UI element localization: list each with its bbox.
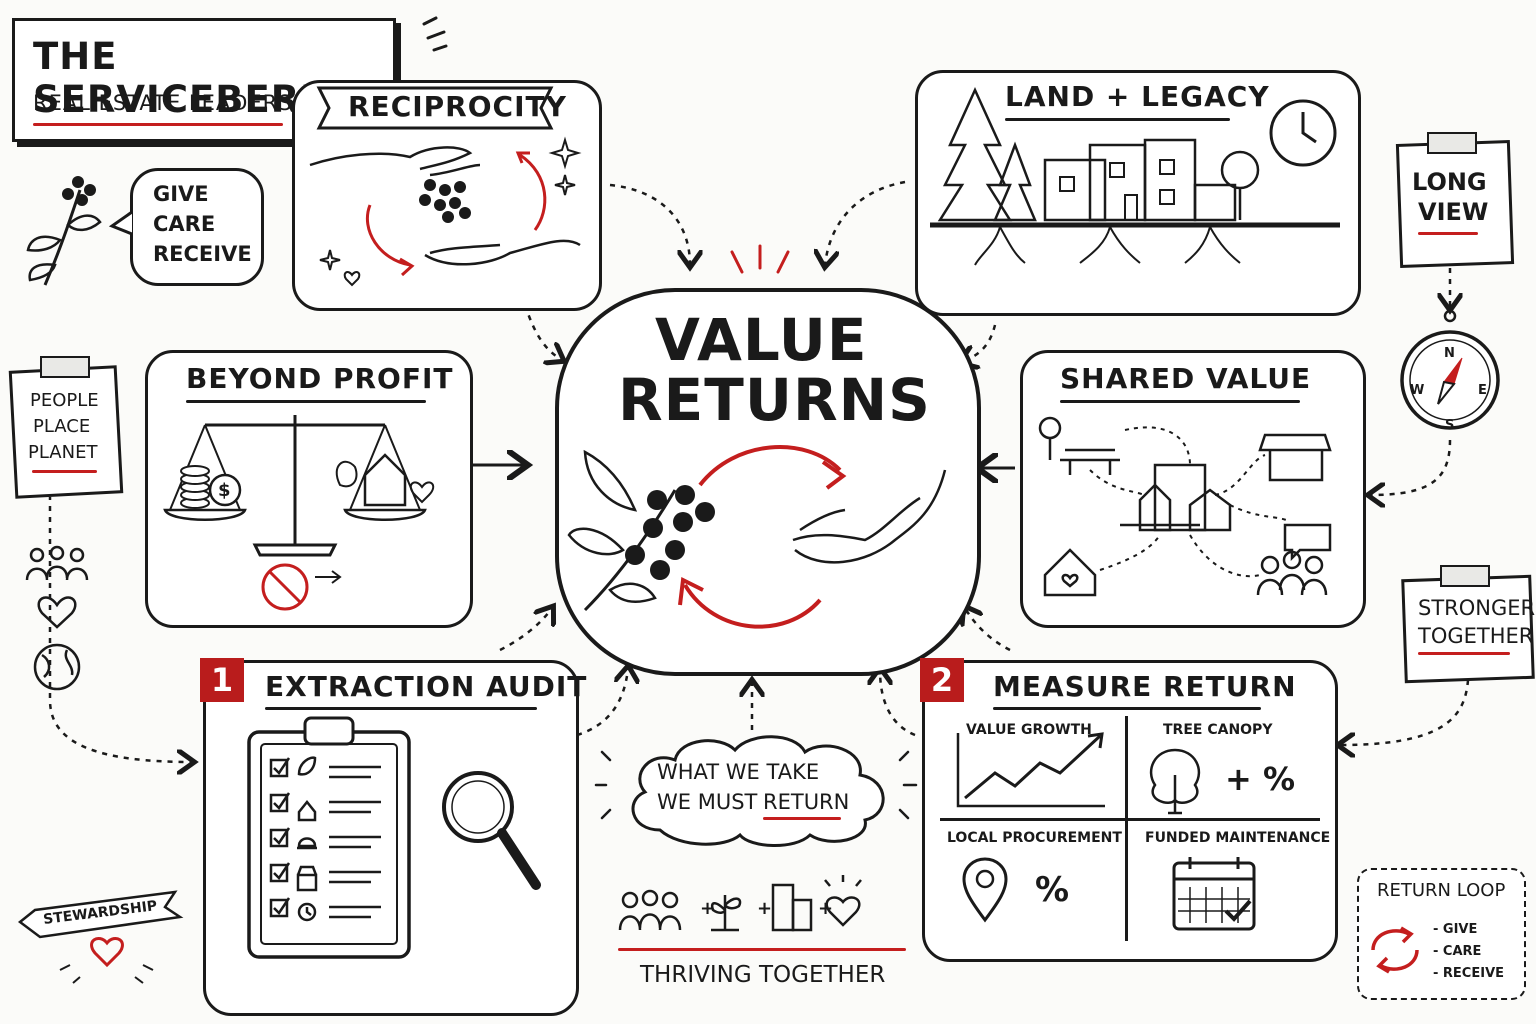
ppp-line1: PEOPLE (30, 390, 99, 411)
extraction-badge: 1 (200, 658, 244, 702)
compass-w: W (1410, 383, 1425, 398)
location-pin-icon (962, 857, 1008, 923)
arrow-reciprocity-center (609, 183, 690, 265)
cloud-sparks (594, 750, 918, 820)
metric-value-growth: VALUE GROWTH (966, 722, 1092, 738)
beyond-profit-title: BEYOND PROFIT (186, 362, 454, 395)
bubble-tail (108, 210, 133, 236)
loop-arrows-icon (1371, 926, 1419, 974)
compass-s: S (1445, 418, 1455, 433)
give-care-receive-bubble (130, 168, 264, 286)
compass-e: E (1478, 383, 1487, 398)
local-procurement-value: % (1035, 870, 1070, 910)
arrow-stronger-measure (1340, 679, 1470, 745)
shared-value-title: SHARED VALUE (1060, 362, 1312, 395)
heart-icon (59, 937, 154, 984)
arrow-measure-up (880, 670, 916, 737)
center-line1: VALUE (655, 306, 868, 374)
bubble-text-care: CARE (153, 212, 216, 236)
return-loop-title: RETURN LOOP (1377, 880, 1506, 901)
community-network-icon (1038, 416, 1332, 597)
measure-badge: 2 (920, 658, 964, 702)
sparkle-icon (422, 16, 448, 52)
thriving-icons (618, 875, 862, 932)
cloud-line2b: RETURN (763, 790, 850, 814)
cloud-line2a: WE MUST (657, 790, 758, 814)
arrow-compass-shared (1370, 439, 1452, 495)
cloud-line1: WHAT WE TAKE (657, 760, 820, 784)
stronger-line2: TOGETHER (1418, 624, 1534, 648)
loop-item-give: - GIVE (1433, 922, 1478, 937)
long-view-line1: LONG (1412, 168, 1487, 196)
arrow-extraction-center (499, 608, 552, 652)
arrow-reciprocity-down (523, 304, 562, 360)
metric-local-procurement: LOCAL PROCUREMENT (947, 830, 1122, 846)
loop-item-receive: - RECEIVE (1433, 966, 1505, 981)
ppp-line3: PLANET (28, 442, 98, 463)
arrow-audit-up (576, 668, 628, 737)
thriving-text: THRIVING TOGETHER (640, 962, 886, 988)
clock-icon (1269, 99, 1337, 167)
center-illustration (567, 445, 947, 629)
extraction-title: EXTRACTION AUDIT (265, 670, 588, 703)
reciprocity-hands-icon (309, 136, 582, 287)
stronger-line1: STRONGER (1418, 596, 1536, 620)
long-view-line2: VIEW (1418, 198, 1489, 226)
arrow-measure-center (965, 608, 1011, 652)
value-returns-card (555, 288, 981, 676)
center-line2: RETURNS (618, 366, 931, 434)
magnifier-icon (442, 771, 541, 890)
center-burst (730, 244, 790, 274)
clipboard-checklist-icon (247, 716, 411, 959)
metric-funded-maintenance: FUNDED MAINTENANCE (1145, 830, 1331, 846)
metric-tree-canopy: TREE CANOPY (1163, 722, 1273, 738)
measure-title: MEASURE RETURN (993, 670, 1297, 703)
header-subtitle: REAL ESTATE LEADERS (33, 91, 293, 115)
stewardship-ribbon (17, 890, 184, 939)
calendar-check-icon (1172, 857, 1256, 931)
arrow-people-extraction (48, 495, 192, 762)
arrow-land-center (825, 180, 906, 265)
compass-n: N (1444, 346, 1455, 361)
loop-item-care: - CARE (1433, 944, 1482, 959)
compass-icon (1400, 309, 1500, 430)
reciprocity-title: RECIPROCITY (348, 90, 567, 123)
land-scene-icon (930, 86, 1340, 266)
growth-chart-icon (956, 732, 1105, 808)
tree-canopy-value: + % (1225, 760, 1296, 798)
ppp-line2: PLACE (33, 416, 91, 437)
bubble-text-receive: RECEIVE (153, 242, 252, 266)
people-heart-globe-icons (25, 545, 89, 691)
plus-1: + (700, 898, 716, 919)
scale-icon (163, 415, 435, 611)
land-legacy-title: LAND + LEGACY (1005, 80, 1270, 113)
berry-sprig-icon (26, 176, 102, 286)
bubble-text-give: GIVE (153, 182, 209, 206)
tree-icon (1149, 748, 1201, 815)
plus-2: + (757, 898, 773, 919)
plus-3: + (818, 898, 834, 919)
reciprocity-banner (316, 86, 554, 130)
dollar-icon: $ (218, 480, 231, 501)
